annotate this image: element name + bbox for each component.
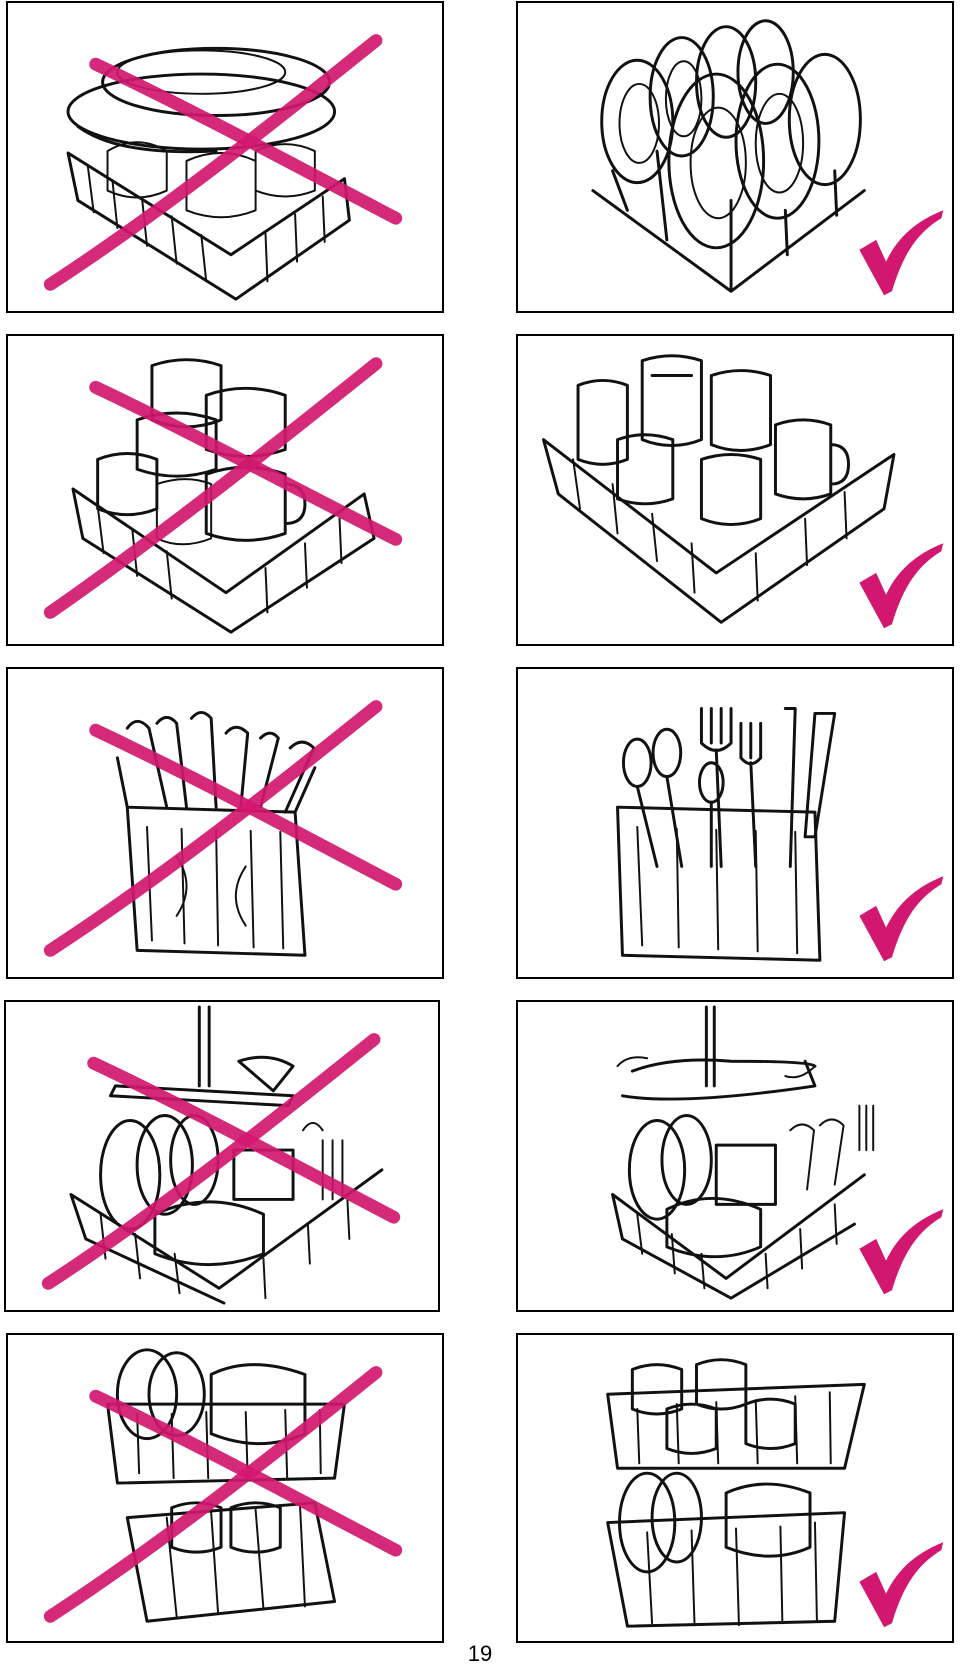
check-mark: [859, 1542, 944, 1628]
panel-wrong-cups-stacked: [6, 334, 444, 646]
cups-separate-illustration: [542, 354, 896, 624]
panel-wrong-spray-arm-blocked: [4, 1000, 440, 1312]
panel-right-plates-upright: [516, 1, 954, 313]
check-icon: [859, 1542, 944, 1628]
check-mark: [859, 876, 944, 962]
plates-upright-illustration: [591, 19, 866, 293]
check-icon: [859, 876, 944, 962]
panel-wrong-plates-flat: [6, 1, 444, 313]
check-icon: [859, 210, 944, 296]
panel-right-spray-arm-free: [516, 1000, 954, 1312]
check-mark: [859, 543, 944, 629]
panel-right-cups-separate: [516, 334, 954, 646]
spray-arm-free-illustration: [611, 1005, 875, 1300]
page-number: 19: [467, 1641, 493, 1666]
panel-right-cutlery-up: [516, 667, 954, 979]
cross-stroke-2: [43, 700, 383, 957]
cross-stroke-2: [43, 1366, 383, 1623]
panel-wrong-racks-overloaded: [6, 1333, 444, 1643]
cross-icon: [43, 357, 403, 619]
cross-stroke-2: [43, 34, 383, 291]
cross-stroke-2: [43, 357, 383, 619]
cross-stroke-2: [41, 1033, 381, 1290]
check-icon: [859, 1209, 944, 1295]
racks-correct-illustration: [606, 1358, 866, 1628]
check-mark: [859, 1209, 944, 1295]
panel-right-racks-correct: [516, 1333, 954, 1643]
cross-icon: [43, 34, 403, 291]
check-icon: [859, 543, 944, 629]
cross-icon: [43, 700, 403, 957]
cross-icon: [43, 1366, 403, 1623]
cross-icon: [41, 1033, 401, 1290]
cutlery-up-illustration: [616, 707, 837, 962]
plates-flat-illustration: [66, 46, 351, 301]
panel-wrong-cutlery-down: [6, 667, 444, 979]
check-mark: [859, 210, 944, 296]
cutlery-down-illustration: [115, 710, 317, 957]
